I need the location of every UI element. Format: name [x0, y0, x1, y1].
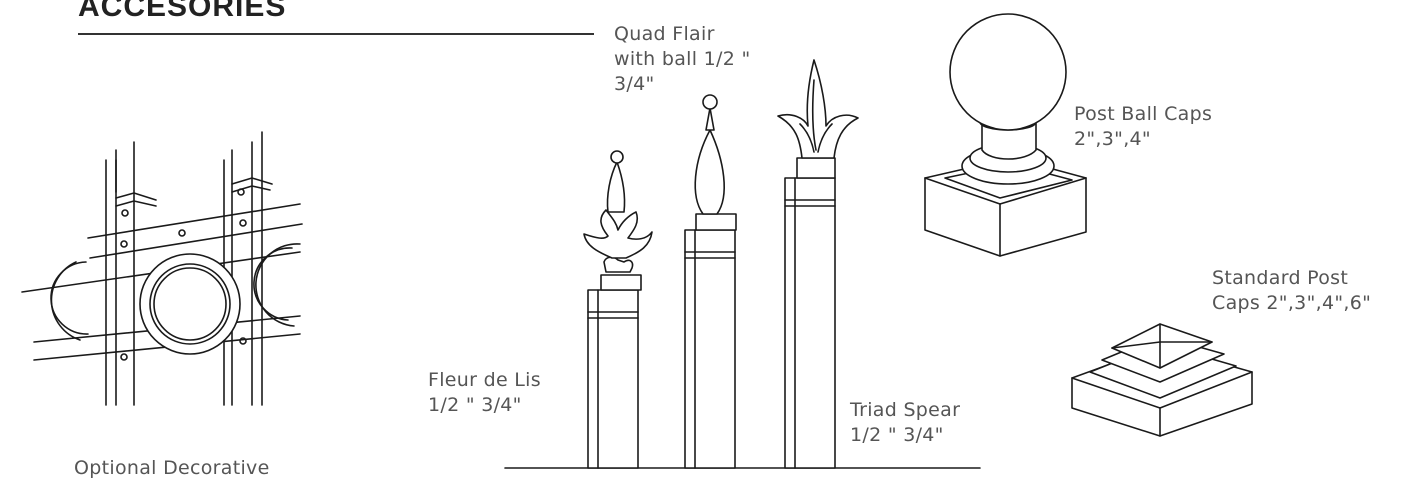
fleur-de-lis-post: [583, 150, 653, 469]
section-title: ACCESORIES: [78, 0, 287, 23]
quad-flair-label: Quad Flair with ball 1/2 " 3/4": [614, 23, 751, 95]
standard-post-caps-label: Standard Post Caps 2",3",4",6": [1212, 267, 1372, 314]
decorative-rings-panel: [21, 131, 303, 406]
fleur-de-lis-label: Fleur de Lis 1/2 " 3/4": [428, 369, 541, 416]
standard-post-cap: [1071, 323, 1253, 437]
post-ball-cap: [924, 13, 1087, 257]
quad-flair-post: [684, 94, 737, 469]
triad-spear-post: [777, 59, 859, 469]
post-ball-caps-label: Post Ball Caps 2",3",4": [1074, 103, 1213, 150]
optional-decorative-label: Optional Decorative: [74, 457, 270, 479]
title-underline: [78, 33, 594, 35]
triad-spear-label: Triad Spear 1/2 " 3/4": [850, 399, 961, 446]
